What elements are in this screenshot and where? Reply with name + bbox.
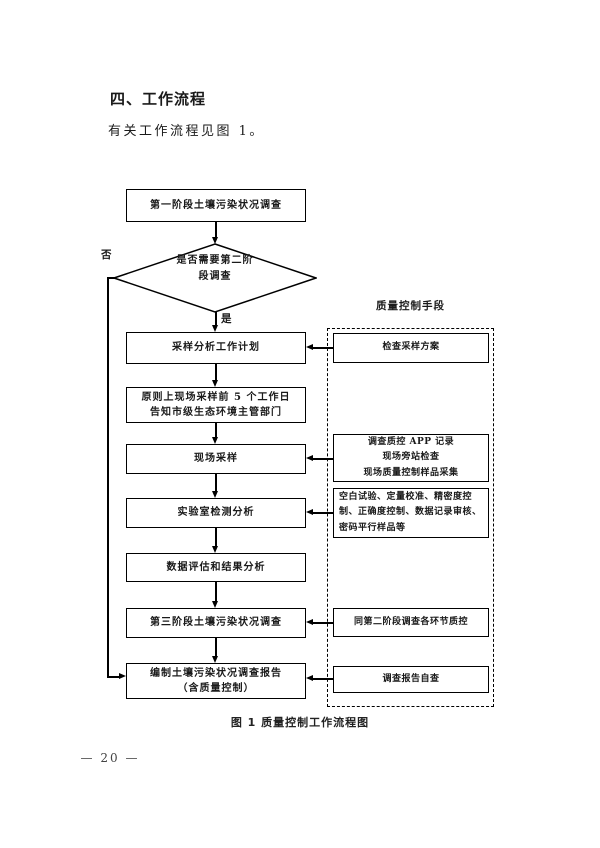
no-branch-line — [107, 676, 119, 678]
qc-dashed-frame — [327, 328, 494, 707]
qc-box-report-selfcheck: 调查报告自查 — [333, 666, 489, 693]
arrow-left-icon — [306, 455, 313, 461]
qc-box-lab-qc: 空白试验、定量校准、精密度控制、正确度控制、数据记录审核、密码平行样品等 — [333, 488, 489, 538]
flow-step-data-evaluation: 数据评估和结果分析 — [126, 553, 306, 582]
page-number: — 20 — — [80, 751, 140, 765]
arrow-down-icon — [212, 546, 218, 553]
connector-line — [215, 423, 217, 437]
connector-line — [215, 364, 217, 380]
arrow-down-icon — [212, 656, 218, 663]
no-branch-line — [107, 277, 115, 279]
section-heading: 四、工作流程 — [110, 90, 207, 108]
qc-connector-line — [311, 622, 333, 624]
arrow-down-icon — [212, 237, 218, 244]
connector-line — [215, 312, 217, 325]
connector-line — [215, 528, 217, 546]
qc-box-field-qc: 调查质控 APP 记录 现场旁站检查 现场质量控制样品采集 — [333, 434, 489, 482]
intro-text: 有关工作流程见图 1。 — [108, 124, 265, 139]
connector-line — [215, 638, 217, 656]
arrow-down-icon — [212, 325, 218, 332]
qc-box-same-as-stage2: 同第二阶段调查各环节质控 — [333, 608, 489, 637]
arrow-down-icon — [212, 380, 218, 387]
connector-line — [215, 222, 217, 237]
flow-step-stage3-investigation: 第三阶段土壤污染状况调查 — [126, 608, 306, 638]
qc-column-title: 质量控制手段 — [376, 300, 445, 312]
arrow-left-icon — [306, 509, 313, 515]
arrow-right-icon — [119, 673, 126, 679]
connector-line — [215, 474, 217, 491]
arrow-down-icon — [212, 491, 218, 498]
figure-caption: 图 1 质量控制工作流程图 — [230, 716, 370, 729]
flow-step-notify-authority: 原则上现场采样前 5 个工作日 告知市级生态环境主管部门 — [126, 387, 306, 423]
connector-line — [215, 582, 217, 601]
branch-no-label: 否 — [101, 249, 112, 261]
arrow-down-icon — [212, 437, 218, 444]
qc-connector-line — [311, 512, 333, 514]
arrow-left-icon — [306, 619, 313, 625]
qc-connector-line — [311, 458, 333, 460]
flow-step-stage1-investigation: 第一阶段土壤污染状况调查 — [126, 189, 306, 222]
flow-step-field-sampling: 现场采样 — [126, 444, 306, 474]
flow-step-lab-analysis: 实验室检测分析 — [126, 498, 306, 528]
flow-step-sampling-plan: 采样分析工作计划 — [126, 332, 306, 364]
arrow-left-icon — [306, 344, 313, 350]
qc-connector-line — [311, 347, 333, 349]
branch-yes-label: 是 — [221, 313, 232, 325]
no-branch-line — [107, 277, 109, 677]
decision-need-stage2: 是否需要第二阶 段调查 — [176, 255, 254, 282]
arrow-down-icon — [212, 601, 218, 608]
qc-box-check-sampling-plan: 检查采样方案 — [333, 333, 489, 363]
arrow-left-icon — [306, 675, 313, 681]
flow-step-report-compilation: 编制土壤污染状况调查报告 （含质量控制） — [126, 663, 306, 699]
qc-connector-line — [311, 678, 333, 680]
